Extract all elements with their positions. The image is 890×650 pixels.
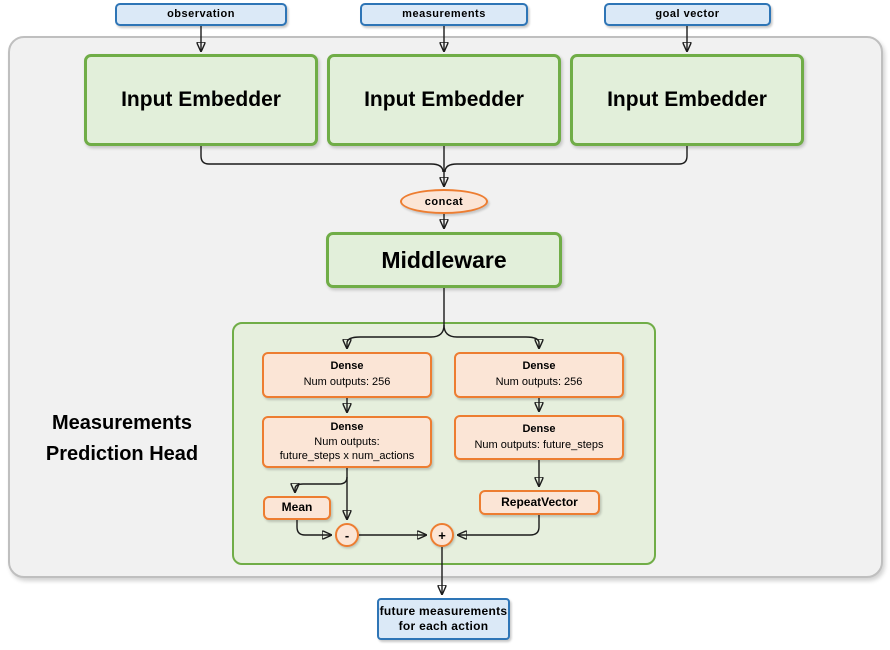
prediction-head-title: Measurements Prediction Head [45,412,199,465]
output-label-line2: for each action [398,619,489,633]
input-embedder-3: Input Embedder [570,54,804,146]
goal-vector-label: goal vector [655,7,720,20]
output-label-line1: future measurements [379,604,508,618]
observation-label: observation [167,7,235,20]
mean-block: Mean [263,496,331,520]
middleware-block: Middleware [326,232,562,288]
subtract-op-label: - [344,527,350,543]
measurements-label: measurements [402,7,486,20]
repeat-vector-block: RepeatVector [479,490,600,515]
dense-right-2: Dense Num outputs: future_steps [454,415,624,460]
repeat-vector-label: RepeatVector [501,494,578,509]
dense-left-1-title: Dense [330,360,364,373]
dense-left-1-subtitle: Num outputs: 256 [303,376,391,388]
input-node-observation: observation [115,3,287,26]
dense-left-2-subtitle: Num outputs: [314,435,380,448]
input-node-goal-vector: goal vector [604,3,771,26]
add-op-node: + [430,523,454,547]
input-embedder-1: Input Embedder [84,54,318,146]
input-embedder-3-label: Input Embedder [607,88,767,111]
add-op-label: + [438,527,446,543]
input-embedder-1-label: Input Embedder [121,88,281,111]
input-node-measurements: measurements [360,3,528,26]
concat-label: concat [424,195,464,208]
dense-left-2-title: Dense [330,420,364,433]
dense-right-2-title: Dense [522,422,556,435]
dense-left-2-subtitle2: future_steps x num_actions [279,450,415,463]
dense-right-1: Dense Num outputs: 256 [454,352,624,398]
dense-left-1: Dense Num outputs: 256 [262,352,432,398]
dense-right-1-title: Dense [522,360,556,373]
dense-right-1-subtitle: Num outputs: 256 [495,376,583,388]
mean-label: Mean [281,500,313,515]
dense-right-2-subtitle: Num outputs: future_steps [474,438,604,451]
middleware-label: Middleware [381,246,507,273]
input-embedder-2: Input Embedder [327,54,561,146]
subtract-op-node: - [335,523,359,547]
input-embedder-2-label: Input Embedder [364,88,524,111]
concat-node: concat [400,189,488,214]
dense-left-2: Dense Num outputs: future_steps x num_ac… [262,416,432,468]
output-node-future-measurements: future measurements for each action [377,598,510,640]
